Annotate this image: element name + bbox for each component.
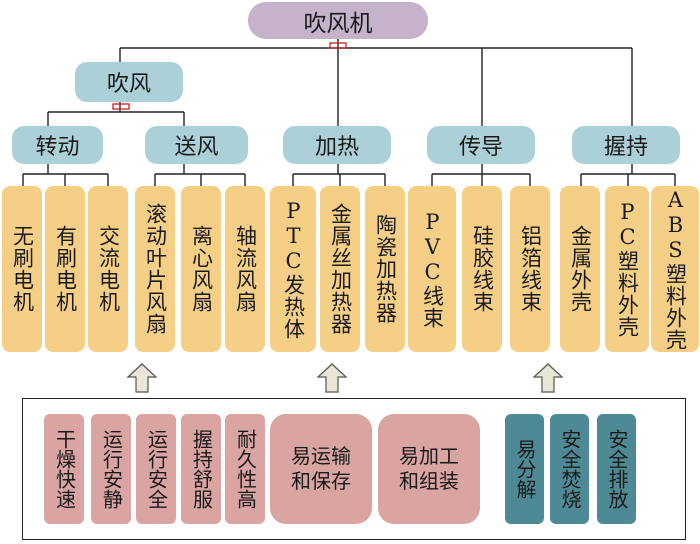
root-node-hair-dryer: 吹风机 [248,2,428,39]
leaf-centrifugal-fan: 离心风扇 [181,186,221,352]
adv-quiet: 运行安静 [91,414,131,524]
adv-comfort: 握持舒服 [181,414,221,524]
up-arrows [126,363,564,393]
node-rotate: 转动 [12,126,103,164]
node-air-supply: 送风 [145,126,248,164]
leaf-ac-motor: 交流电机 [88,186,128,352]
leaf-abs-shell: ABS塑料外壳 [651,186,699,352]
adv-transport-storage: 易运输和保存 [270,414,372,524]
leaf-pvc-harness: PVC线束 [408,186,456,352]
node-grip: 握持 [572,126,680,164]
leaf-axial-fan: 轴流风扇 [225,186,265,352]
leaf-brushless-motor: 无刷电机 [2,186,42,352]
env-safe-incinerate: 安全焚烧 [550,414,589,524]
node-conduction: 传导 [427,126,535,164]
node-heating: 加热 [283,126,391,164]
adv-durable: 耐久性高 [225,414,265,524]
requirements-frame [22,398,686,540]
adv-safe: 运行安全 [136,414,176,524]
env-decompose: 易分解 [505,414,544,524]
leaf-pc-shell: PC塑料外壳 [605,186,649,352]
leaf-metal-shell: 金属外壳 [560,186,600,352]
leaf-ceramic-heater: 陶瓷加热器 [365,186,405,352]
leaf-silicone-harness: 硅胶线束 [462,186,502,352]
leaf-wire-heater: 金属丝加热器 [320,186,360,352]
leaf-scroll-fan: 滚动叶片风扇 [135,186,175,352]
node-blow: 吹风 [75,62,183,102]
adv-dry-fast: 干燥快速 [44,414,84,524]
leaf-ptc-heater: PTC发热体 [270,186,316,352]
env-safe-discharge: 安全排放 [597,414,636,524]
leaf-brushed-motor: 有刷电机 [45,186,85,352]
adv-processing-assembly: 易加工和组装 [378,414,480,524]
leaf-foil-harness: 铝箔线束 [510,186,550,352]
